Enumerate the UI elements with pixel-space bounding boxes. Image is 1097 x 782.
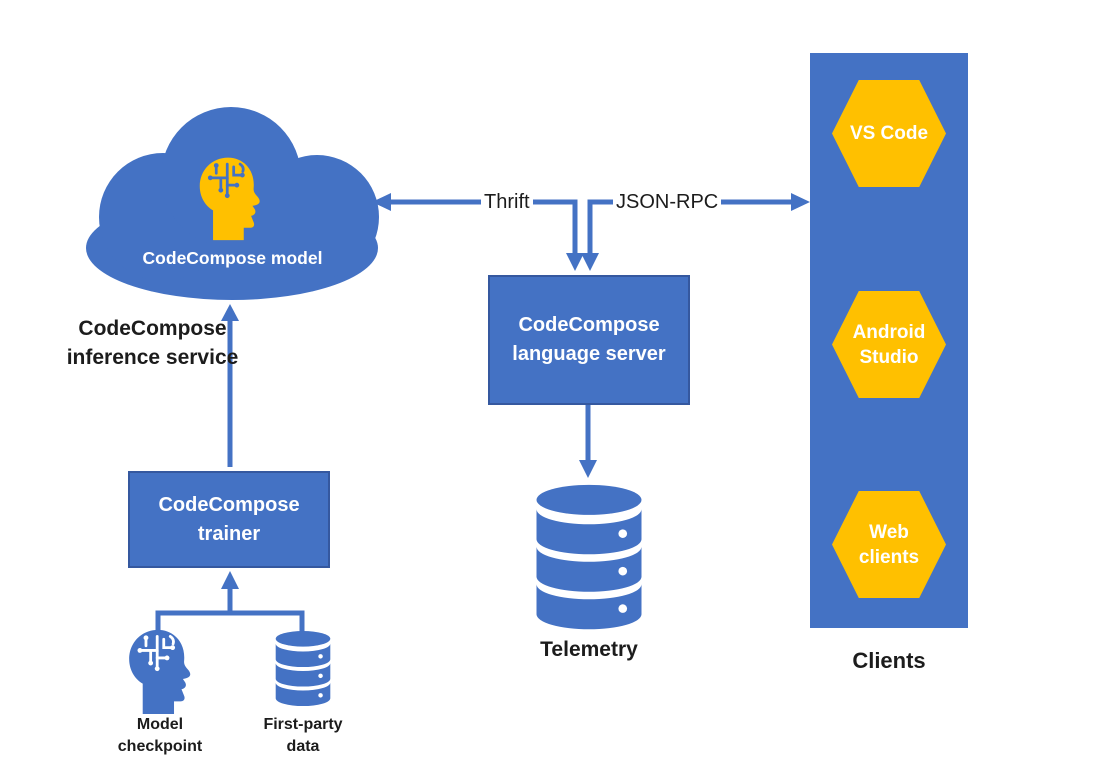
telemetry-label: Telemetry	[540, 638, 638, 661]
clients-caption: Clients	[852, 648, 926, 673]
model-checkpoint-label-line2: checkpoint	[117, 738, 203, 755]
client-android-label-line2: Studio	[859, 346, 919, 368]
arrowhead-down-into-server-left	[566, 253, 584, 271]
inference-service-label: CodeCompose inference service	[30, 314, 275, 372]
trainer-box-line2: trainer	[197, 522, 261, 545]
database-icon	[275, 630, 331, 707]
client-vscode-label: VS Code	[849, 123, 929, 144]
brain-head-icon	[199, 157, 260, 241]
language-server-line1: CodeCompose	[518, 314, 660, 336]
jsonrpc-protocol-label: JSON-RPC	[613, 190, 722, 214]
cloud-model-label: CodeCompose model	[142, 248, 323, 268]
model-checkpoint-label-line1: Model	[136, 716, 184, 733]
database-icon	[536, 484, 642, 630]
thrift-protocol-label: Thrift	[481, 190, 533, 214]
arrowhead-up-into-trainer	[221, 571, 239, 589]
language-server-line2: language server	[512, 343, 666, 365]
thrift-connector-line	[378, 199, 578, 261]
arrowhead-right-into-clients	[791, 193, 810, 211]
trainer-box-line1: CodeCompose	[158, 493, 300, 516]
client-android-label-line1: Android	[852, 321, 926, 343]
brain-head-icon	[129, 629, 191, 714]
client-hexagon-web-clients: Web clients	[832, 491, 946, 598]
arrowhead-down-into-telemetry	[579, 460, 597, 478]
inference-service-label-line2: inference service	[66, 346, 239, 369]
first-party-data-label: First-party data	[243, 714, 363, 758]
client-hexagon-android-studio: Android Studio	[832, 291, 946, 398]
trainer-box: CodeCompose trainer	[128, 471, 330, 568]
inference-service-label-line1: CodeCompose	[78, 317, 227, 340]
client-web-label-line2: clients	[858, 546, 920, 568]
first-party-data-label-line2: data	[286, 738, 320, 755]
clients-panel: VS Code Android Studio Web clients	[810, 53, 968, 628]
client-hexagon-vscode: VS Code	[832, 80, 946, 187]
first-party-data-label-line1: First-party	[263, 716, 343, 733]
inference-cloud: CodeCompose model	[85, 105, 380, 300]
model-checkpoint-label: Model checkpoint	[100, 714, 220, 758]
language-server-box: CodeCompose language server	[488, 275, 690, 405]
arrowhead-down-into-server-right	[581, 253, 599, 271]
client-web-label-line1: Web	[869, 521, 909, 543]
